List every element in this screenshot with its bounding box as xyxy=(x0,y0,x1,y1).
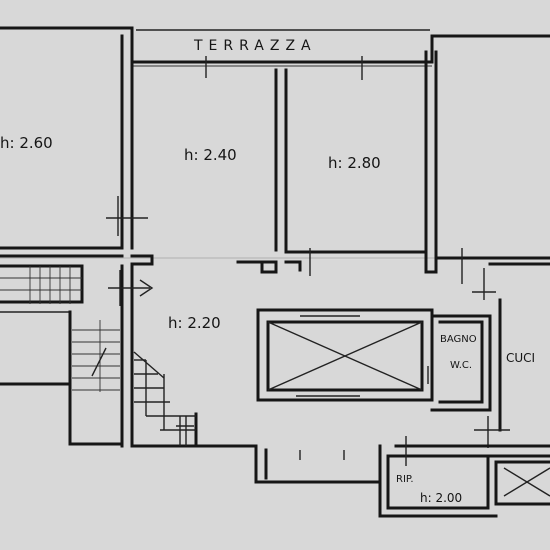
corridor-walls xyxy=(130,254,550,300)
kitchen-label: CUCI xyxy=(506,351,535,365)
wc-label: W.C. xyxy=(450,360,472,371)
inner-stair xyxy=(130,351,198,448)
elevator-shaft xyxy=(256,308,434,402)
room-left-height-label: h: 2.60 xyxy=(0,134,53,152)
room-right xyxy=(284,50,550,284)
terrace xyxy=(0,26,550,80)
bathroom-label: BAGNO xyxy=(440,334,477,345)
staircase xyxy=(0,254,154,448)
room-middle-height-label: h: 2.40 xyxy=(184,146,237,164)
bottom-walls xyxy=(194,436,550,518)
room-left xyxy=(0,34,148,250)
storage-label: RIP. xyxy=(396,474,414,485)
terrace-label: TERRAZZA xyxy=(193,38,317,54)
bathroom xyxy=(427,314,492,412)
storage-height-label: h: 2.00 xyxy=(420,491,462,505)
room-middle xyxy=(274,68,288,252)
kitchen xyxy=(474,298,510,448)
room-right-height-label: h: 2.80 xyxy=(328,154,381,172)
hall-height-label: h: 2.20 xyxy=(168,314,221,332)
